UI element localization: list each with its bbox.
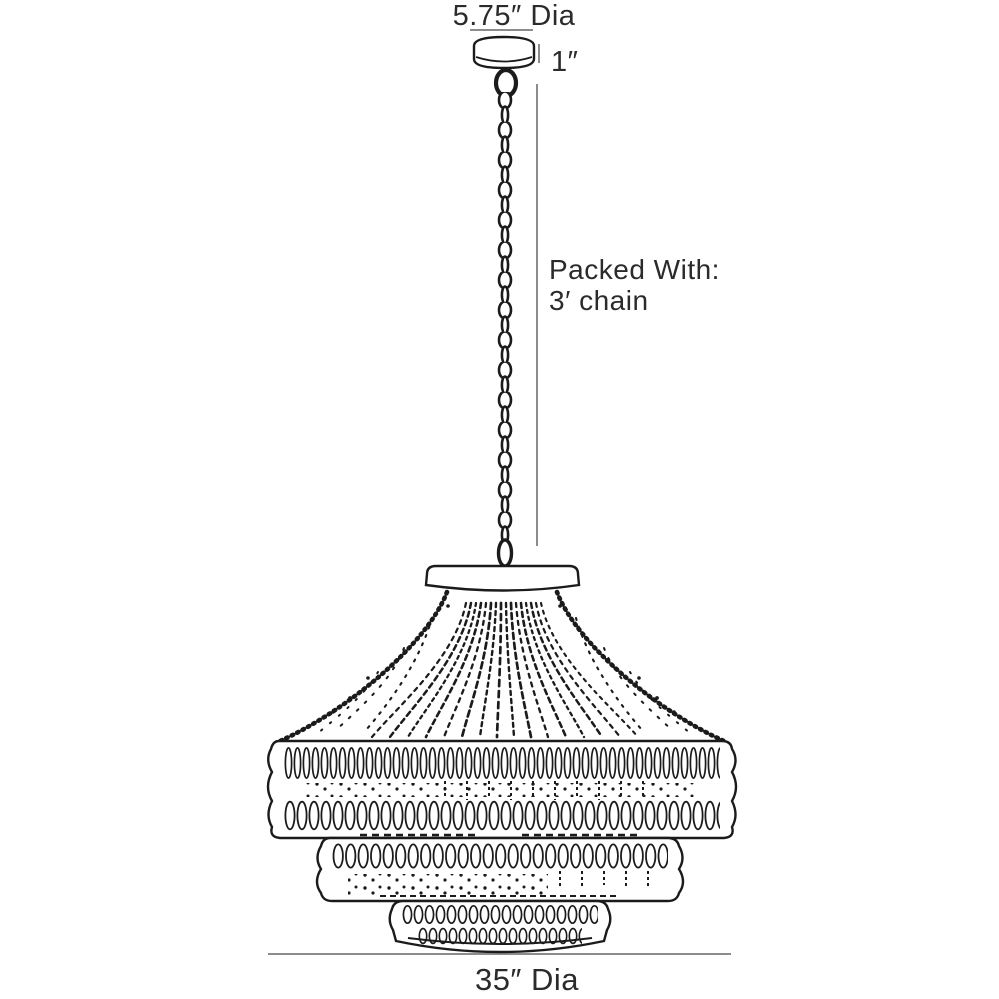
label-packed-with-line1: Packed With: bbox=[549, 254, 720, 285]
canopy-body bbox=[472, 35, 536, 70]
tier-3-bead-row bbox=[402, 904, 598, 925]
cone-right-edge-beads bbox=[554, 589, 727, 744]
tier-1 bbox=[266, 739, 738, 840]
tier-1-fringe-row bbox=[284, 746, 720, 781]
cone-right-edge bbox=[556, 591, 725, 742]
tier-1-dot-row bbox=[305, 783, 695, 797]
cone-left-edge bbox=[279, 591, 448, 742]
label-packed-with-line2: 3′ chain bbox=[549, 285, 649, 316]
tier-1-bead-row bbox=[284, 799, 720, 832]
canopy-rim bbox=[475, 56, 533, 63]
chain bbox=[495, 92, 515, 568]
label-canopy-height: 1″ bbox=[551, 46, 578, 78]
shade-top-cap bbox=[424, 564, 581, 592]
cone-left-edge-beads bbox=[277, 589, 450, 744]
tier-3-lower-bead-row bbox=[418, 927, 582, 945]
bottom-rim-arc bbox=[407, 937, 593, 945]
chain-links bbox=[495, 92, 515, 557]
label-bottom-diameter: 35″ Dia bbox=[475, 962, 579, 997]
chain-end-link bbox=[496, 538, 514, 568]
shade-cone bbox=[277, 589, 727, 744]
tier-3 bbox=[388, 899, 612, 954]
ceiling-canopy bbox=[472, 35, 536, 99]
flank-dots bbox=[331, 604, 676, 714]
tier-2-dot-row bbox=[348, 874, 548, 896]
dimension-annotations bbox=[268, 29, 731, 955]
tier-2-drips bbox=[559, 871, 649, 888]
tier-1-drips bbox=[444, 781, 644, 800]
tier-2-bead-row bbox=[332, 842, 668, 870]
tier-2 bbox=[315, 836, 685, 903]
label-top-diameter: 5.75″ Dia bbox=[453, 0, 576, 32]
bead-strands bbox=[317, 601, 691, 739]
